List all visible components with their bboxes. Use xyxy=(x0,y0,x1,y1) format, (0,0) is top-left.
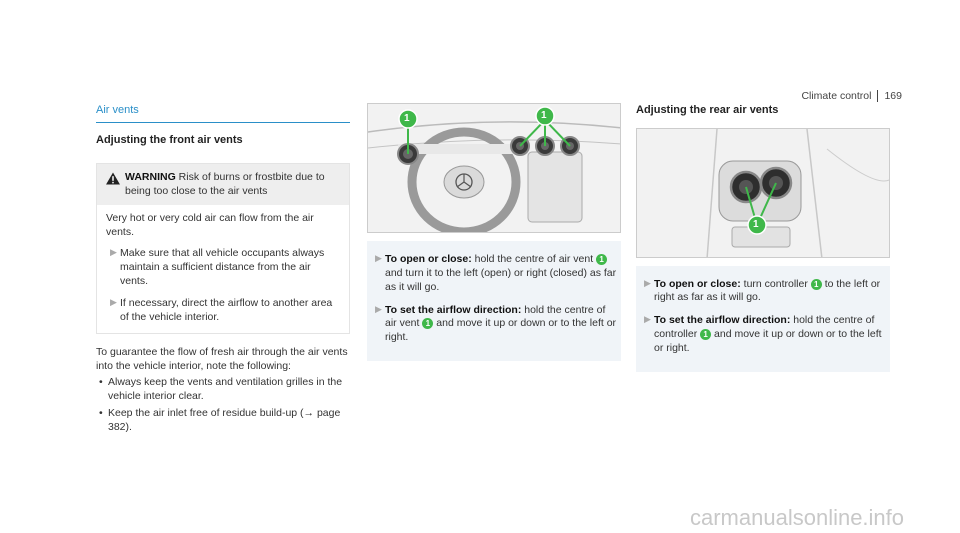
callout-badge: 1 xyxy=(404,113,410,124)
step-text: hold the centre of air vent xyxy=(474,253,594,265)
warning-text: WARNING Risk of burns or frostbite due t… xyxy=(125,171,341,199)
bullet-dot-icon: • xyxy=(99,376,103,389)
step-text: and move it up or down or to the left or… xyxy=(654,328,882,354)
callout-badge: 1 xyxy=(541,110,547,121)
warning-body: Very hot or very cold air can flow from … xyxy=(97,205,349,333)
step-arrow-icon: ▶ xyxy=(644,277,651,288)
instruction-step: ▶ To set the airflow direction: hold the… xyxy=(371,304,617,346)
warning-triangle-icon xyxy=(106,172,120,185)
watermark: carmanualsonline.info xyxy=(690,505,905,530)
warning-title: Risk of burns or frostbite due to being … xyxy=(125,171,325,197)
column-rear-vents: Adjusting the rear air vents 1 ▶ To open… xyxy=(636,103,890,372)
warning-step-text: If necessary, direct the airflow to anot… xyxy=(120,297,333,323)
front-vents-illustration: 1 1 xyxy=(367,103,621,233)
warning-step: ▶ If necessary, direct the airflow to an… xyxy=(106,297,340,325)
step-label: To set the airflow direction: xyxy=(654,314,791,327)
step-label: To open or close: xyxy=(385,253,472,265)
column-front-vents-text: Air vents Adjusting the front air vents … xyxy=(96,103,350,435)
callout-badge: 1 xyxy=(596,254,608,265)
warning-step-text: Make sure that all vehicle occupants alw… xyxy=(120,247,325,288)
callout-badge: 1 xyxy=(422,318,434,330)
step-arrow-icon: ▶ xyxy=(644,314,651,325)
callout-badge: 1 xyxy=(753,218,759,230)
rear-vents-illustration: 1 xyxy=(636,127,890,258)
step-text: hold the centre of controller xyxy=(654,314,875,341)
warning-step: ▶ Make sure that all vehicle occupants a… xyxy=(106,247,340,289)
callout-badge: 1 xyxy=(810,278,822,290)
dashboard-drawing xyxy=(368,104,620,232)
step-text: hold the centre of air vent xyxy=(385,303,606,330)
section-title: Air vents xyxy=(96,103,350,123)
heading-front-vents: Adjusting the front air vents xyxy=(96,133,243,146)
step-arrow-icon: ▶ xyxy=(375,303,382,314)
front-vents-steps: ▶ To open or close: hold the centre of a… xyxy=(367,241,621,362)
page-number: 169 xyxy=(877,90,902,102)
step-text: and move it up or down or to the left or… xyxy=(385,317,617,344)
instruction-step: ▶ To set the airflow direction: hold the… xyxy=(640,314,886,356)
warning-label: WARNING xyxy=(125,171,176,184)
warning-body-text: Very hot or very cold air can flow from … xyxy=(106,211,314,238)
warning-header: WARNING Risk of burns or frostbite due t… xyxy=(97,164,349,205)
instruction-step: ▶ To open or close: hold the centre of a… xyxy=(371,253,617,295)
column-front-vents-instructions: 1 1 ▶ To open or close: hold the centre … xyxy=(367,103,621,362)
page-header: Climate control 169 xyxy=(801,90,902,104)
intro-paragraph: To guarantee the flow of fresh air throu… xyxy=(96,345,348,372)
heading-rear-vents: Adjusting the rear air vents xyxy=(636,104,779,116)
bullet-item: • Always keep the vents and ventilation … xyxy=(96,376,350,404)
bullet-dot-icon: • xyxy=(99,407,103,420)
rear-console-drawing xyxy=(637,128,889,257)
header-section: Climate control xyxy=(801,90,872,102)
step-text: and turn it to the left (open) or right … xyxy=(385,266,617,293)
step-label: To open or close: xyxy=(654,277,741,290)
warning-box: WARNING Risk of burns or frostbite due t… xyxy=(96,163,350,334)
step-arrow-icon: ▶ xyxy=(375,253,382,263)
instruction-step: ▶ To open or close: turn controller 1 to… xyxy=(640,278,886,306)
bullet-text: Always keep the vents and ventilation gr… xyxy=(108,376,343,403)
step-text: to the left or right as far as it will g… xyxy=(654,277,881,304)
bullet-item: • Keep the air inlet free of residue bui… xyxy=(96,407,350,435)
step-label: To set the airflow direction: xyxy=(385,303,522,316)
rear-vents-steps: ▶ To open or close: turn controller 1 to… xyxy=(636,265,890,372)
step-arrow-icon: ▶ xyxy=(110,247,117,258)
step-text: turn controller xyxy=(743,277,808,290)
callout-badge: 1 xyxy=(700,329,712,341)
step-arrow-icon: ▶ xyxy=(110,297,117,308)
bullet-text: Keep the air inlet free of residue build… xyxy=(108,407,341,434)
